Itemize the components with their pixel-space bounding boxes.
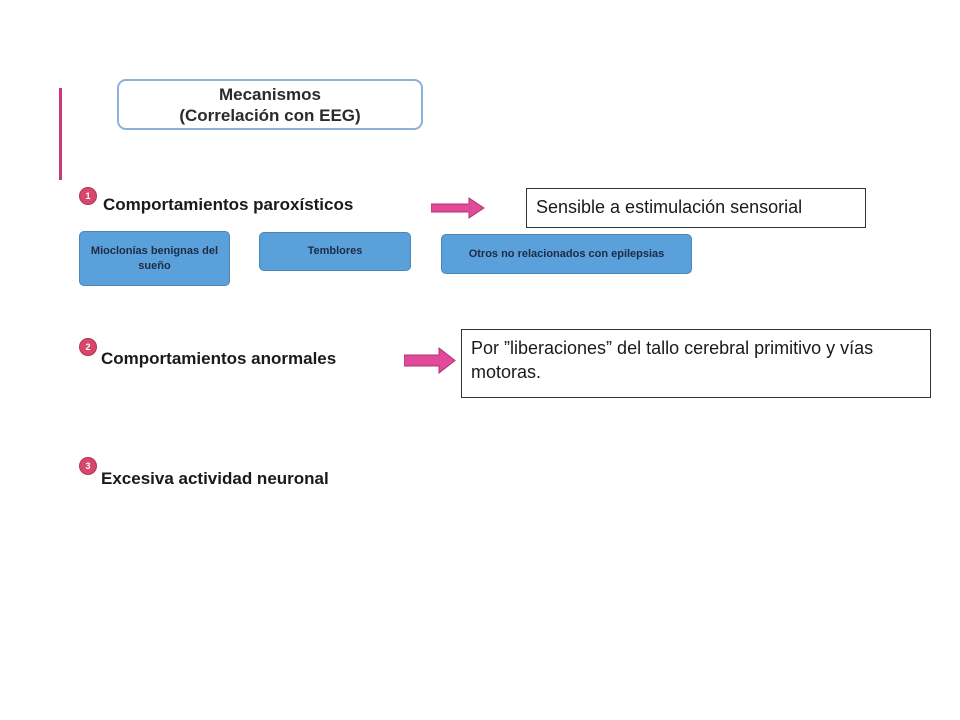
title-line-1: Mecanismos (218, 84, 322, 104)
subtype-other: Otros no relacionados con epilepsias (441, 234, 692, 274)
number-badge-3: 3 (80, 458, 96, 474)
section-3-heading: Excesiva actividad neuronal (101, 469, 329, 488)
subtype-myoclonus: Mioclonías benignas del sueño (79, 231, 230, 286)
arrow-1-icon (431, 197, 485, 219)
section-1-note: Sensible a estimulación sensorial (526, 188, 866, 228)
section-2-note: Por ”liberaciones” del tallo cerebral pr… (461, 329, 931, 398)
number-badge-2: 2 (80, 339, 96, 355)
accent-bar (59, 88, 62, 180)
title-line-2: (Correlación con EEG) (179, 105, 361, 125)
section-2-heading: Comportamientos anormales (101, 349, 337, 368)
section-1-heading: Comportamientos paroxísticos (103, 195, 354, 214)
arrow-2-icon (404, 347, 456, 374)
number-badge-1: 1 (80, 188, 96, 204)
title-box: Mecanismos (Correlación con EEG) (117, 79, 423, 130)
subtype-tremors: Temblores (259, 232, 411, 271)
